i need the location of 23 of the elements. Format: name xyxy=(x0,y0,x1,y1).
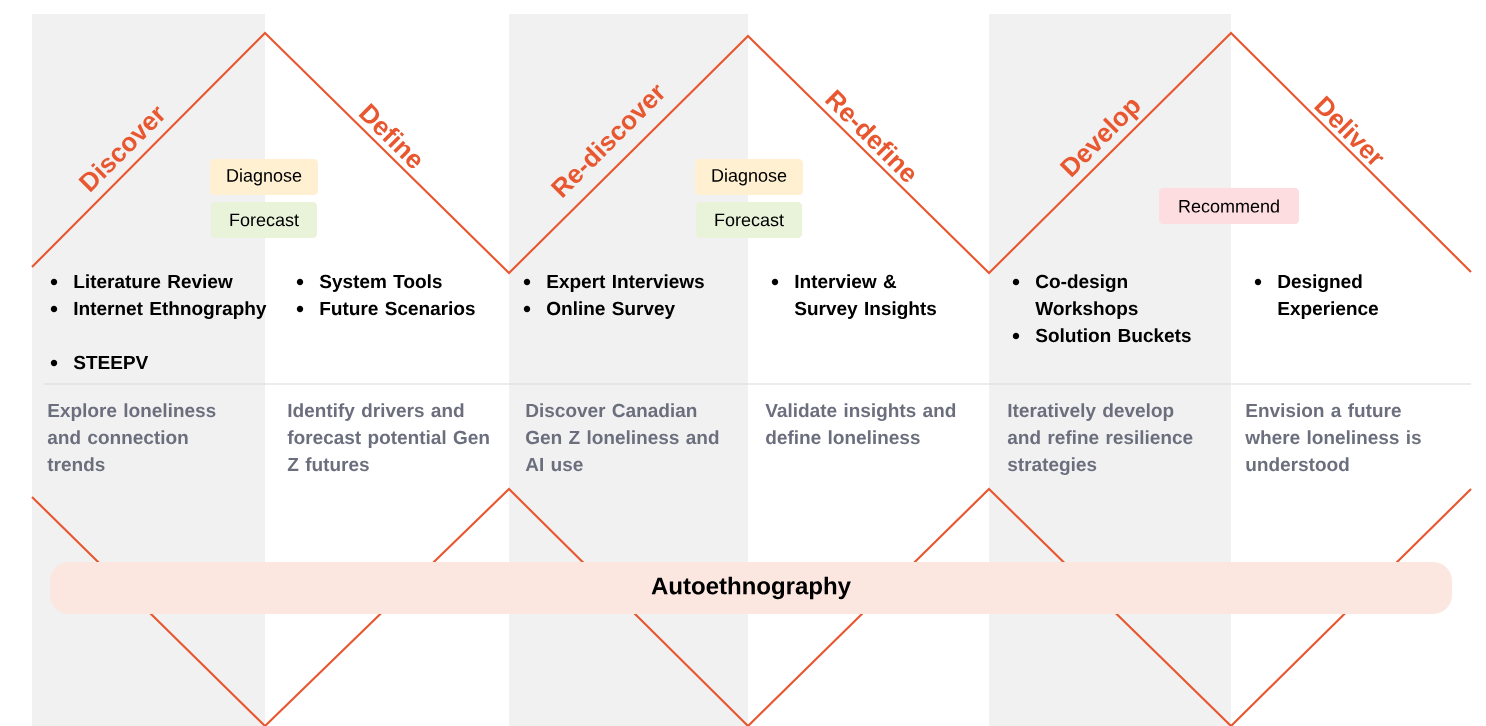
description-text: Validate insights and define loneliness xyxy=(765,403,956,445)
bullet-item: Expert Interviews xyxy=(523,274,704,292)
description-text: Discover Canadian Gen Z loneliness and AI use xyxy=(525,403,719,472)
description-text: Iteratively develop and refine resilience strategies xyxy=(1007,403,1193,476)
bullet-item: Designed Experience xyxy=(1254,274,1378,319)
description-text: Explore loneliness and connection trends xyxy=(47,403,216,472)
rounded-band: Autoethnography xyxy=(50,562,1452,614)
bullet-item: Internet Ethnography xyxy=(50,301,267,320)
bullet-item: Interview & Survey Insights xyxy=(771,274,937,320)
tag-box: Diagnose xyxy=(210,159,318,195)
bullet-item: System Tools xyxy=(296,274,442,292)
bullet-item: Co-design Workshops xyxy=(1012,274,1138,319)
bullet-item: Online Survey xyxy=(523,301,675,319)
tag-box: Forecast xyxy=(211,202,317,238)
tag-box: Diagnose xyxy=(695,159,803,195)
description-text: Envision a future where loneliness is understood xyxy=(1245,403,1421,472)
bullet-item: Solution Buckets xyxy=(1012,328,1191,343)
description-text: Identify drivers and forecast potential Gen Z futures xyxy=(287,403,489,472)
tag-box: Forecast xyxy=(696,202,802,238)
bullet-item: Literature Review xyxy=(50,274,233,289)
bullet-item: STEEPV xyxy=(50,355,149,370)
bullet-item: Future Scenarios xyxy=(296,301,475,316)
tag-box: Recommend xyxy=(1159,188,1299,224)
